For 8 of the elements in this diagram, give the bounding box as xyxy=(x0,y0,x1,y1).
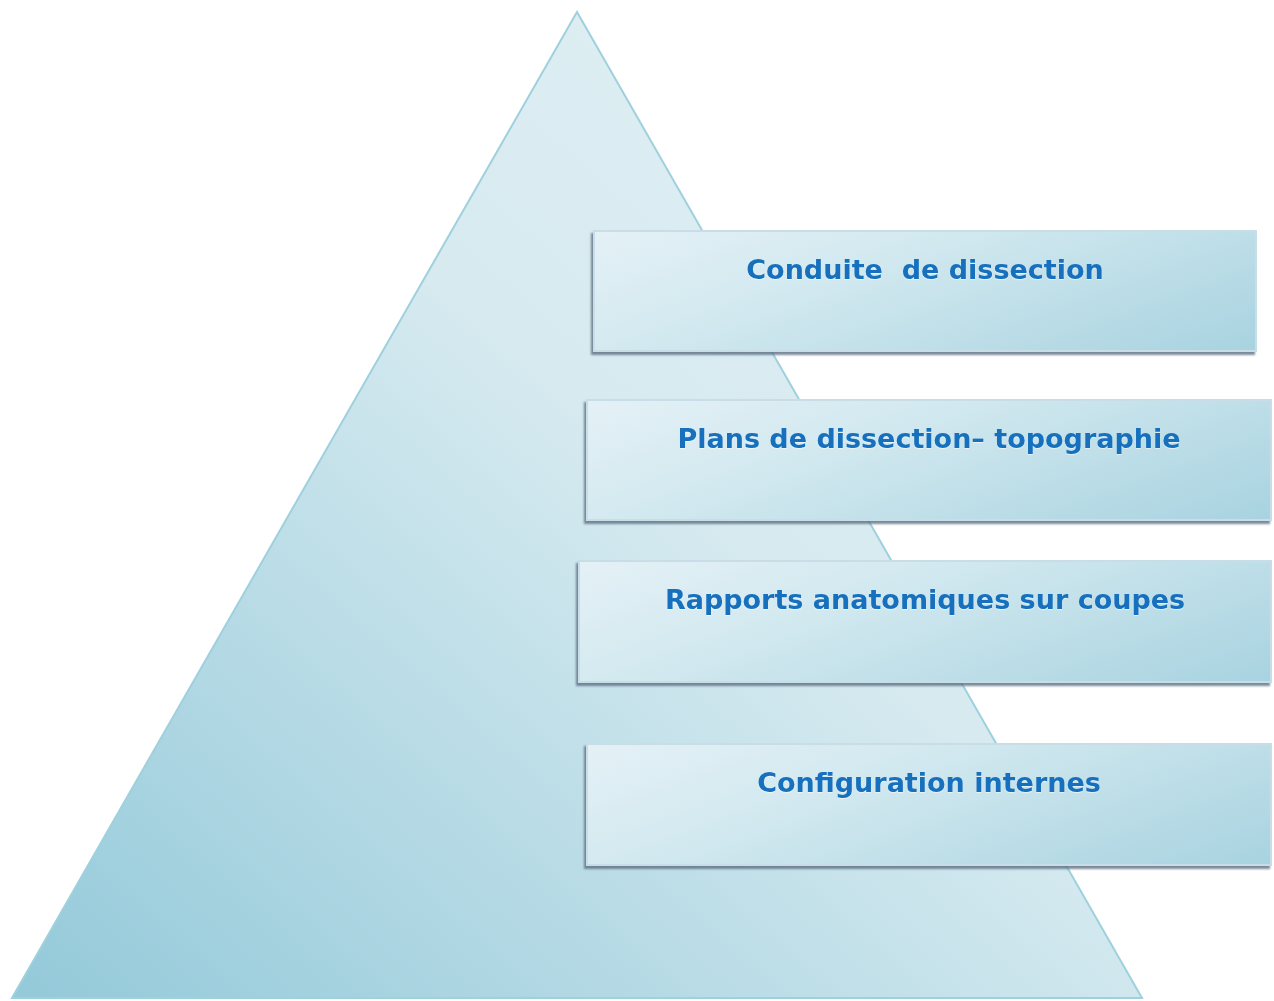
level-label: Plans de dissection– topographie xyxy=(677,423,1181,454)
level-box xyxy=(593,230,1257,352)
level-label: Configuration internes xyxy=(757,767,1101,798)
level-label: Conduite de dissection xyxy=(746,254,1104,285)
level-label: Rapports anatomiques sur coupes xyxy=(664,584,1186,615)
level-box xyxy=(586,743,1272,866)
level-box xyxy=(578,560,1272,683)
level-box xyxy=(586,399,1272,521)
